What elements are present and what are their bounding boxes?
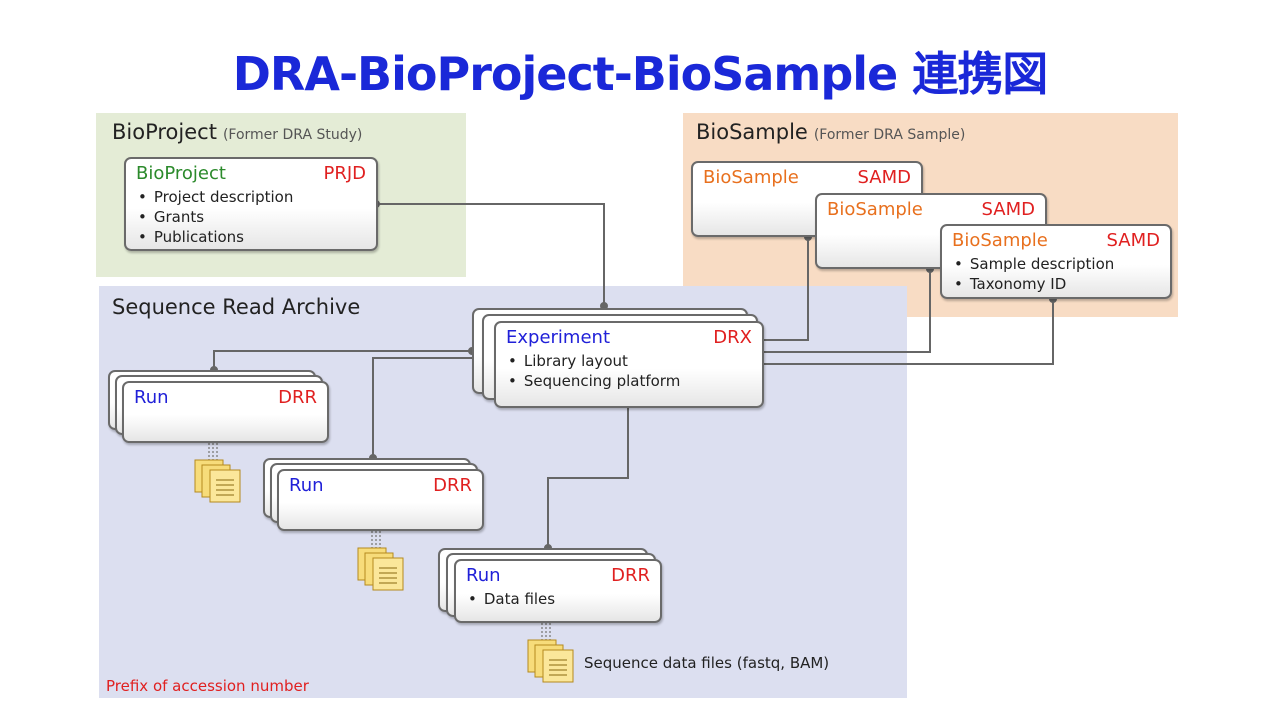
run-box-code: DRR [433, 475, 472, 496]
bioproject-region-subtitle: (Former DRA Study) [222, 127, 363, 143]
biosample-region-title: BioSample (Former DRA Sample) [696, 120, 965, 144]
bioproject-box-code: PRJD [323, 163, 366, 184]
bioproject-box-name: BioProject [136, 163, 226, 184]
bioproject-region-title: BioProject (Former DRA Study) [112, 120, 362, 144]
list-item: Grants [138, 207, 293, 227]
prefix-note: Prefix of accession number [106, 677, 309, 695]
experiment-run3-link [547, 408, 629, 548]
biosample1-experiment-link [762, 237, 809, 341]
experiment-box: Experiment DRX Library layout Sequencing… [494, 321, 764, 408]
run-box-name: Run [289, 475, 324, 496]
biosample-box-code: SAMD [1106, 230, 1160, 251]
file-stack-icon-1 [194, 459, 241, 503]
biosample-box-code: SAMD [857, 167, 911, 188]
sequence-files-label: Sequence data files (fastq, BAM) [584, 654, 830, 672]
experiment-box-name: Experiment [506, 327, 611, 348]
run-box-code: DRR [611, 565, 650, 586]
run-box-2: Run DRR [277, 469, 484, 531]
list-item: Project description [138, 187, 294, 207]
experiment-box-items: Library layout Sequencing platform [508, 351, 680, 391]
run-box-name: Run [134, 387, 169, 408]
experiment-box-code: DRX [713, 327, 752, 348]
list-item: Publications [138, 227, 293, 247]
run-box-code: DRR [278, 387, 317, 408]
biosample-box-name: BioSample [952, 230, 1048, 251]
biosample-box-3: BioSample SAMD Sample description Taxono… [940, 224, 1172, 299]
bioproject-experiment-link [376, 203, 605, 308]
bioproject-box: BioProject PRJD Project description Gran… [124, 157, 378, 251]
file-stack-icon-3 [527, 639, 574, 683]
biosample-box-code: SAMD [981, 199, 1035, 220]
run-box-1: Run DRR [122, 381, 329, 443]
run-box-name: Run [466, 565, 501, 586]
list-item: Sample description [954, 254, 1114, 274]
file-stack-icon-2 [357, 547, 404, 591]
experiment-run2-link [372, 357, 472, 458]
sra-region-title: Sequence Read Archive [112, 295, 361, 319]
page-title: DRA-BioProject-BioSample 連携図 [232, 47, 1049, 101]
biosample2-experiment-link [762, 269, 931, 353]
run-box-3: Run DRR Data files [454, 559, 662, 623]
biosample-box-items: Sample description Taxonomy ID [954, 254, 1114, 294]
biosample-box-name: BioSample [827, 199, 923, 220]
biosample-region-name: BioSample [696, 120, 808, 144]
list-item: Taxonomy ID [954, 274, 1114, 294]
biosample3-experiment-link [762, 299, 1054, 365]
biosample-region-subtitle: (Former DRA Sample) [813, 127, 966, 143]
bioproject-region-name: BioProject [112, 120, 217, 144]
list-item: Data files [468, 589, 555, 609]
bioproject-box-items: Project description Grants Publications [138, 187, 294, 247]
biosample-box-name: BioSample [703, 167, 799, 188]
run-box-items: Data files [468, 589, 555, 609]
list-item: Sequencing platform [508, 371, 680, 391]
experiment-run1-link [213, 350, 472, 370]
list-item: Library layout [508, 351, 680, 371]
